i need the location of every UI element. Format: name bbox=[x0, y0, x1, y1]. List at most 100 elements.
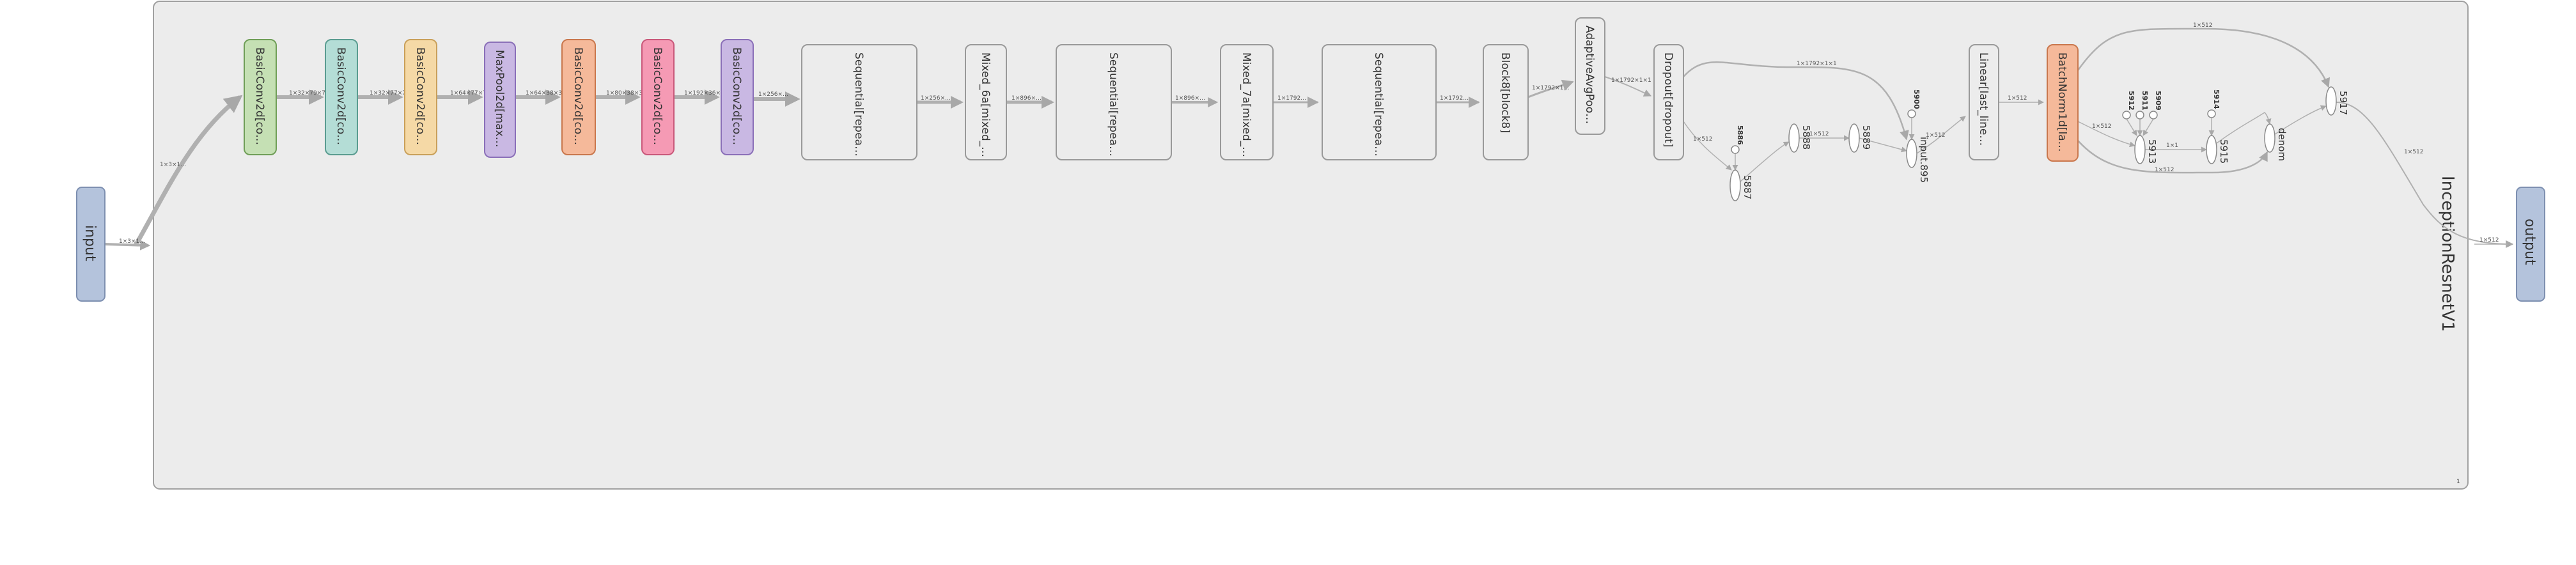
const-node-5914[interactable]: 5914 bbox=[2207, 89, 2221, 118]
edge-label: 1×3×1… bbox=[119, 238, 145, 245]
op-node-label: 5889 bbox=[1861, 125, 1872, 150]
edge-e16 bbox=[1683, 121, 1732, 171]
module-node-label: MaxPool2d[max… bbox=[493, 50, 506, 148]
input-node[interactable]: input bbox=[76, 187, 105, 302]
op-node-denom[interactable]: denom bbox=[2264, 123, 2288, 161]
edge-label: 1×256×… bbox=[758, 91, 788, 98]
op-node-input-895[interactable]: input.895 bbox=[1906, 137, 1930, 183]
module-node-8[interactable]: Sequential[repea… bbox=[801, 44, 917, 160]
edge-label: 1×512 bbox=[2404, 149, 2423, 155]
module-node-3[interactable]: BasicConv2d[co… bbox=[404, 39, 437, 155]
op-node-5887[interactable]: 5887 bbox=[1729, 169, 1753, 201]
op-node-5889[interactable]: 5889 bbox=[1848, 123, 1872, 153]
op-node-5917[interactable]: 5917 bbox=[2325, 86, 2349, 116]
edge-label: 1×512 bbox=[2479, 237, 2499, 244]
module-node-label: Mixed_6a[mixed_… bbox=[979, 52, 992, 157]
edge-label: 1×896×… bbox=[1175, 95, 1205, 102]
edge-label: 1×32×77×7… bbox=[370, 90, 412, 97]
const-node-5909[interactable]: 5909 bbox=[2149, 91, 2162, 120]
module-node-label: Sequential[repea… bbox=[1372, 52, 1385, 157]
module-node-12[interactable]: Sequential[repea… bbox=[1322, 44, 1437, 160]
edge-label: 1×1792×1×1 bbox=[1797, 61, 1837, 67]
const-node-label: 5911 bbox=[2141, 91, 2149, 111]
module-node-11[interactable]: Mixed_7a[mixed_… bbox=[1220, 44, 1274, 160]
edge-label: 1×1792×1×1 bbox=[1611, 77, 1651, 84]
edges bbox=[104, 27, 2514, 251]
op-node-5913[interactable]: 5913 bbox=[2134, 135, 2158, 164]
module-node-13[interactable]: Block8[block8] bbox=[1483, 44, 1529, 160]
const-node-5912[interactable]: 5912 bbox=[2122, 91, 2135, 120]
op-node-label: 5915 bbox=[2218, 139, 2229, 164]
edge-e19 bbox=[1859, 137, 1907, 153]
output-label: output bbox=[2522, 219, 2538, 265]
edge-label: 1×1792×1… bbox=[1532, 85, 1569, 91]
edge-label: 1×1 bbox=[2166, 143, 2178, 149]
const-node-label: 5909 bbox=[2154, 91, 2162, 111]
output-node[interactable]: output bbox=[2516, 187, 2545, 302]
module-node-4[interactable]: MaxPool2d[max… bbox=[484, 42, 516, 158]
module-node-16[interactable]: Linear[last_line… bbox=[1969, 44, 1999, 160]
edge-label: 1×512 bbox=[1693, 136, 1712, 143]
edge-label: 1×192×36×… bbox=[684, 90, 726, 97]
const-node-label: 5886 bbox=[1736, 125, 1744, 145]
edge-e_in bbox=[104, 240, 151, 251]
module-node-label: Mixed_7a[mixed_… bbox=[1240, 52, 1253, 157]
op-node-label: 5887 bbox=[1742, 175, 1753, 199]
const-node-label: 5914 bbox=[2212, 89, 2221, 109]
module-node-label: BasicConv2d[co… bbox=[572, 47, 584, 145]
edge-e31 bbox=[2274, 105, 2327, 135]
op-node-5888[interactable]: 5888 bbox=[1788, 123, 1812, 153]
module-node-label: Sequential[repea… bbox=[852, 52, 865, 157]
edge-label: 1×512 bbox=[1926, 132, 1945, 139]
module-node-14[interactable]: AdaptiveAvgPoo… bbox=[1575, 17, 1605, 135]
module-node-10[interactable]: Sequential[repea… bbox=[1056, 44, 1172, 160]
const-node-label: 5912 bbox=[2127, 91, 2135, 111]
module-node-label: Block8[block8] bbox=[1499, 52, 1511, 133]
module-node-label: Sequential[repea… bbox=[1107, 52, 1120, 157]
edge-e_in2 bbox=[133, 95, 243, 247]
op-node-label: denom bbox=[2276, 128, 2288, 161]
edge-label: 1×1792… bbox=[1440, 95, 1469, 102]
edge-label: 1×64×77×7… bbox=[450, 90, 492, 97]
edge-label: 1×512 bbox=[2155, 167, 2174, 173]
edge-e27 bbox=[2143, 118, 2154, 136]
edge-label: 1×32×79×7… bbox=[289, 90, 331, 97]
module-nodes: BasicConv2d[co… BasicConv2d[co… BasicConv2… bbox=[244, 17, 2079, 162]
op-node-5915[interactable]: 5915 bbox=[2206, 135, 2229, 164]
module-node-2[interactable]: BasicConv2d[co… bbox=[325, 39, 358, 155]
op-node-label: 5917 bbox=[2338, 91, 2349, 115]
module-node-5[interactable]: BasicConv2d[co… bbox=[561, 39, 596, 155]
module-node-label: BasicConv2d[co… bbox=[414, 47, 426, 145]
module-node-15[interactable]: Dropout[dropout] bbox=[1653, 44, 1684, 160]
const-node-5900[interactable]: 5900 bbox=[1907, 89, 1921, 118]
op-node-label: input.895 bbox=[1918, 137, 1930, 183]
module-node-label: BasicConv2d[co… bbox=[334, 47, 347, 145]
module-node-9[interactable]: Mixed_6a[mixed_… bbox=[965, 44, 1007, 160]
module-node-label: Linear[last_line… bbox=[1977, 52, 1990, 146]
edge-e25 bbox=[2126, 118, 2137, 136]
const-node-5911[interactable]: 5911 bbox=[2135, 91, 2149, 120]
module-node-17[interactable]: BatchNorm1d[la… bbox=[2047, 44, 2079, 162]
edge-e20 bbox=[1916, 116, 1966, 154]
edge-label: 1×256×… bbox=[921, 95, 951, 102]
op-nodes: 5887 5888 5889 input.895 5913 5915 denom 5917 58… bbox=[1729, 86, 2349, 201]
module-node-label: BatchNorm1d[la… bbox=[2056, 52, 2068, 152]
edge-e30 bbox=[2216, 112, 2272, 144]
edge-labels: 1×3×1… 1×3×1… 1×32×79×7… 1×32×77×7… 1×64×77×… bbox=[119, 22, 2499, 245]
edge-e22 bbox=[2077, 27, 2330, 88]
module-node-6[interactable]: BasicConv2d[co… bbox=[641, 39, 675, 155]
container-corner-mark: 1 bbox=[2456, 479, 2460, 485]
module-node-7[interactable]: BasicConv2d[co… bbox=[721, 39, 754, 155]
edge-label: 1×896×… bbox=[1011, 95, 1042, 102]
const-node-5886[interactable]: 5886 bbox=[1731, 125, 1744, 154]
container-title: InceptionResnetV1 bbox=[2438, 176, 2457, 332]
edge-label: 1×3×1… bbox=[160, 162, 186, 168]
edge-e15 bbox=[1683, 61, 1909, 141]
edge-label: 1×512 bbox=[1809, 131, 1829, 137]
edge-label: 1×512 bbox=[2008, 95, 2027, 102]
module-node-label: BasicConv2d[co… bbox=[253, 47, 266, 145]
edge-e24 bbox=[2077, 140, 2268, 174]
op-node-label: 5913 bbox=[2146, 139, 2158, 164]
module-node-1[interactable]: BasicConv2d[co… bbox=[244, 39, 277, 155]
